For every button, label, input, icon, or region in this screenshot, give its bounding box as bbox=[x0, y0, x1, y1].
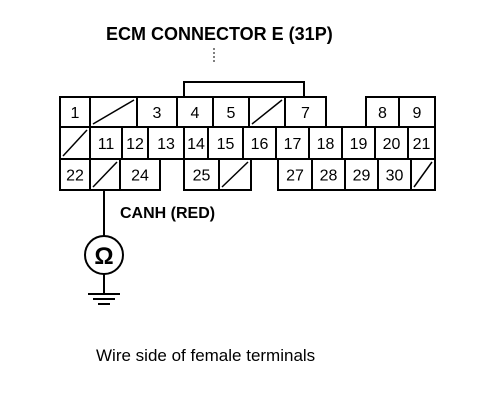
terminal-number: 3 bbox=[153, 105, 162, 122]
terminal-cell bbox=[218, 158, 252, 191]
unused-terminal-slash bbox=[413, 161, 433, 188]
terminal-number: 30 bbox=[386, 168, 404, 185]
terminal-cell: 11 bbox=[89, 126, 123, 160]
unused-terminal-slash bbox=[92, 161, 118, 188]
terminal-box bbox=[242, 126, 277, 160]
terminal-box bbox=[284, 96, 327, 128]
terminal-number: 15 bbox=[217, 136, 235, 153]
terminal-number: 20 bbox=[383, 136, 401, 153]
ohm-symbol: Ω bbox=[94, 243, 113, 270]
terminal-cell: 27 bbox=[277, 158, 313, 191]
terminal-number: 16 bbox=[251, 136, 269, 153]
terminal-number: 28 bbox=[320, 168, 338, 185]
terminal-cell: 17 bbox=[275, 126, 310, 160]
terminal-number: 14 bbox=[187, 136, 205, 153]
terminal-number: 1 bbox=[71, 105, 80, 122]
terminal-cell bbox=[410, 158, 436, 191]
terminal-cell: 20 bbox=[374, 126, 409, 160]
terminal-number: 19 bbox=[350, 136, 368, 153]
terminal-cell: 14 bbox=[183, 126, 209, 160]
terminal-cell bbox=[248, 96, 286, 128]
terminal-number: 11 bbox=[98, 136, 115, 153]
terminal-box bbox=[183, 158, 220, 191]
terminal-cell: 30 bbox=[377, 158, 412, 191]
terminal-number: 13 bbox=[157, 136, 175, 153]
caption: Wire side of female terminals bbox=[96, 346, 315, 365]
terminal-cell: 29 bbox=[344, 158, 379, 191]
terminal-cell: 5 bbox=[212, 96, 250, 128]
terminal-cell bbox=[89, 96, 138, 128]
terminal-box bbox=[121, 126, 149, 160]
terminal-cell: 9 bbox=[398, 96, 436, 128]
terminal-box bbox=[119, 158, 161, 191]
terminal-number: 24 bbox=[131, 168, 149, 185]
terminal-cell: 7 bbox=[284, 96, 327, 128]
terminal-number: 5 bbox=[227, 105, 236, 122]
terminal-number: 29 bbox=[353, 168, 371, 185]
terminal-number: 12 bbox=[126, 136, 144, 153]
terminal-cell: 18 bbox=[308, 126, 343, 160]
terminal-cell: 24 bbox=[119, 158, 161, 191]
terminal-cell: 3 bbox=[136, 96, 178, 128]
terminal-cell: 25 bbox=[183, 158, 220, 191]
terminal-cell bbox=[59, 126, 91, 160]
terminal-cell: 28 bbox=[311, 158, 346, 191]
terminal-cell bbox=[89, 158, 121, 191]
terminal-number: 27 bbox=[286, 168, 304, 185]
terminal-number: 8 bbox=[378, 105, 387, 122]
terminal-box bbox=[341, 126, 376, 160]
terminal-box bbox=[59, 158, 91, 191]
terminal-number: 9 bbox=[413, 105, 422, 122]
terminal-number: 25 bbox=[193, 168, 211, 185]
terminal-cell: 19 bbox=[341, 126, 376, 160]
unused-terminal-slash bbox=[62, 129, 88, 157]
terminal-box bbox=[207, 126, 244, 160]
terminal-cell: 13 bbox=[147, 126, 185, 160]
terminal-number: 21 bbox=[413, 136, 431, 153]
terminal-cell: 12 bbox=[121, 126, 149, 160]
terminal-cell: 4 bbox=[176, 96, 214, 128]
terminal-number: 7 bbox=[301, 105, 310, 122]
diagram-title: ECM CONNECTOR E (31P) bbox=[106, 24, 333, 44]
terminal-box bbox=[311, 158, 346, 191]
terminal-number: 4 bbox=[191, 105, 200, 122]
unused-terminal-slash bbox=[251, 99, 283, 125]
terminal-box bbox=[275, 126, 310, 160]
terminal-number: 22 bbox=[66, 168, 84, 185]
terminal-box bbox=[183, 126, 209, 160]
terminal-cell: 8 bbox=[365, 96, 400, 128]
terminal-number: 17 bbox=[284, 136, 302, 153]
connector-lock-tab bbox=[183, 81, 305, 97]
terminal-box bbox=[344, 158, 379, 191]
terminal-cell: 1 bbox=[59, 96, 91, 128]
unused-terminal-slash bbox=[92, 99, 135, 125]
terminal-cell: 15 bbox=[207, 126, 244, 160]
terminal-cell: 22 bbox=[59, 158, 91, 191]
unused-terminal-slash bbox=[221, 161, 249, 188]
terminal-number: 18 bbox=[317, 136, 335, 153]
terminal-cell: 16 bbox=[242, 126, 277, 160]
probe-label: CANH (RED) bbox=[120, 205, 215, 222]
terminal-box bbox=[407, 126, 436, 160]
terminal-box bbox=[377, 158, 412, 191]
terminal-cell: 21 bbox=[407, 126, 436, 160]
terminal-box bbox=[147, 126, 185, 160]
